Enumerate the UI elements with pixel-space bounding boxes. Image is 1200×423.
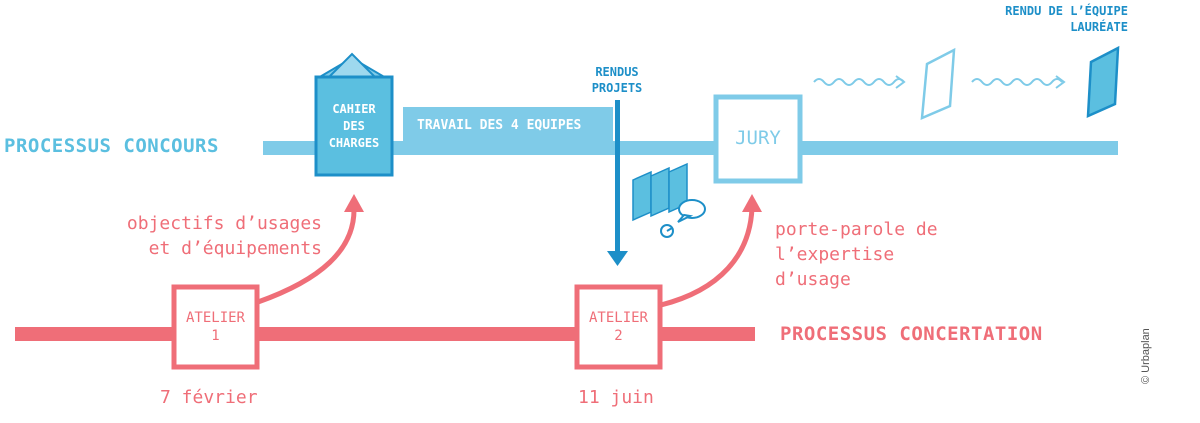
porte-parole-line-2: l’expertise [775, 244, 895, 265]
rendu-equipe-label: RENDU DE L’ÉQUIPE LAURÉATE [958, 3, 1128, 35]
rendus-arrow-icon [607, 100, 628, 266]
rendus-label: RENDUS PROJETS [572, 64, 662, 96]
wavy-arrow-icon [971, 75, 1066, 89]
rendus-line-2: PROJETS [591, 81, 643, 95]
curved-arrow-icon [257, 194, 364, 305]
process-concours-label: PROCESSUS CONCOURS [4, 135, 219, 157]
porte-parole-line-3: d’usage [775, 269, 851, 290]
cahier-line-2: DES [343, 119, 365, 133]
jury-label: JURY [735, 127, 781, 149]
atelier-1-date: 7 février [160, 387, 258, 408]
atelier-2-date: 11 juin [578, 387, 654, 408]
cahier-book-icon [314, 52, 394, 177]
document-stack-icon [632, 162, 688, 222]
panel-outline-icon [920, 47, 956, 120]
rendu-equipe-line-2: LAURÉATE [1070, 20, 1128, 34]
jury-box [713, 94, 803, 184]
credit-label: © Urbaplan [1140, 328, 1152, 384]
process-concertation-label: PROCESSUS CONCERTATION [780, 323, 1043, 345]
wavy-arrow-icon [813, 75, 906, 89]
atelier-1-line-2: 1 [211, 328, 220, 344]
travail-label: TRAVAIL DES 4 EQUIPES [417, 118, 582, 133]
speech-bubble-icon [660, 199, 706, 238]
cahier-line-3: CHARGES [328, 136, 380, 150]
porte-parole-text: porte-parole de l’expertise d’usage [775, 217, 938, 292]
rendus-line-1: RENDUS [595, 65, 639, 79]
curved-arrow-icon [660, 194, 762, 308]
atelier-1-label: ATELIER 1 [174, 309, 257, 345]
travail-band [403, 107, 613, 149]
objectifs-text: objectifs d’usages et d’équipements [110, 211, 322, 261]
atelier-2-line-1: ATELIER [588, 310, 648, 326]
objectifs-line-1: objectifs d’usages [126, 213, 322, 234]
objectifs-line-2: et d’équipements [148, 238, 322, 259]
panel-filled-icon [1086, 45, 1120, 118]
atelier-2-box [574, 284, 663, 370]
atelier-2-label: ATELIER 2 [577, 309, 660, 345]
porte-parole-line-1: porte-parole de [775, 219, 938, 240]
rendu-equipe-line-1: RENDU DE L’ÉQUIPE [1005, 4, 1128, 18]
cahier-label: CAHIER DES CHARGES [316, 101, 392, 152]
atelier-1-line-1: ATELIER [185, 310, 245, 326]
cahier-line-1: CAHIER [332, 102, 376, 116]
atelier-1-box [171, 284, 260, 370]
atelier-2-line-2: 2 [614, 328, 623, 344]
